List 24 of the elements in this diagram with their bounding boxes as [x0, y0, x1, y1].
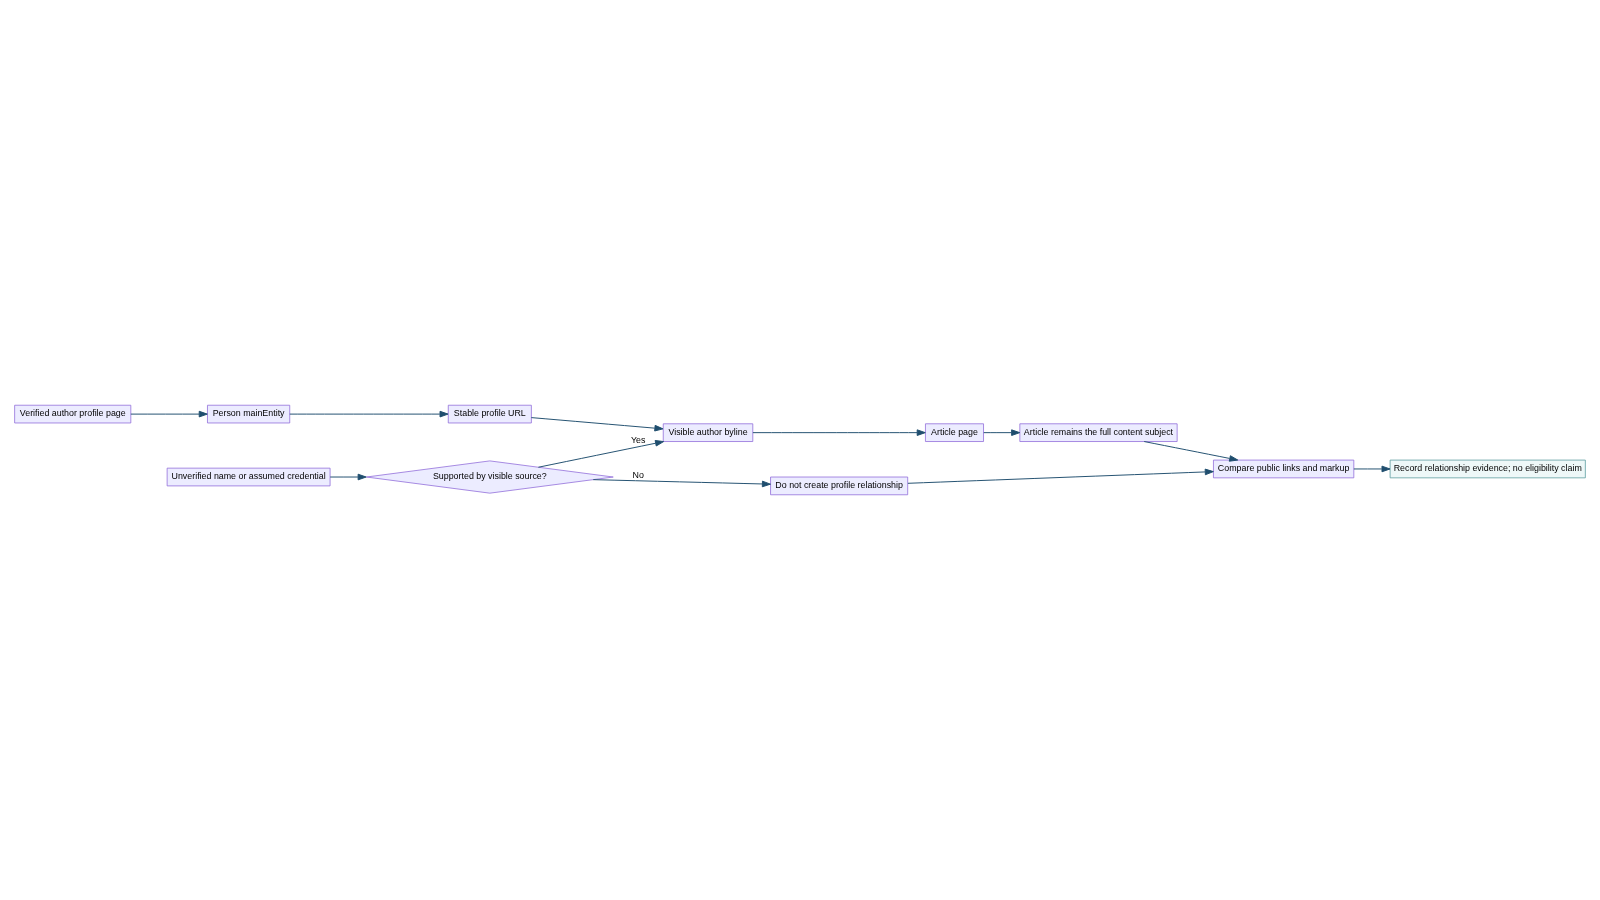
arrow: [907, 468, 1214, 484]
node-box: Verified author profile page: [14, 404, 132, 424]
node-box: Article page: [925, 423, 984, 442]
node-box: Compare public links and markup: [1213, 459, 1355, 479]
node-box: Person mainEntity: [207, 404, 291, 424]
edge-label: No: [632, 469, 644, 480]
node-box: Do not create profile relationship: [770, 476, 909, 496]
node-box: Record relationship evidence; no eligibility claim: [1389, 459, 1586, 479]
arrow: [530, 417, 664, 432]
arrow: [130, 410, 208, 418]
arrow: [537, 439, 665, 468]
node-box: Stable profile URL: [447, 404, 532, 424]
arrow: [752, 429, 926, 436]
arrow: [289, 410, 449, 418]
node-diamond: Supported by visible source?: [366, 460, 614, 494]
arrow: [1353, 465, 1391, 473]
arrow: [1143, 441, 1239, 462]
arrow: [329, 473, 367, 481]
edge-label: Yes: [631, 434, 646, 445]
node-box: Unverified name or assumed credential: [166, 467, 331, 487]
arrow: [592, 479, 771, 488]
arrow: [983, 429, 1021, 436]
node-box: Visible author byline: [662, 423, 754, 442]
node-box: Article remains the full content subject: [1019, 423, 1178, 442]
